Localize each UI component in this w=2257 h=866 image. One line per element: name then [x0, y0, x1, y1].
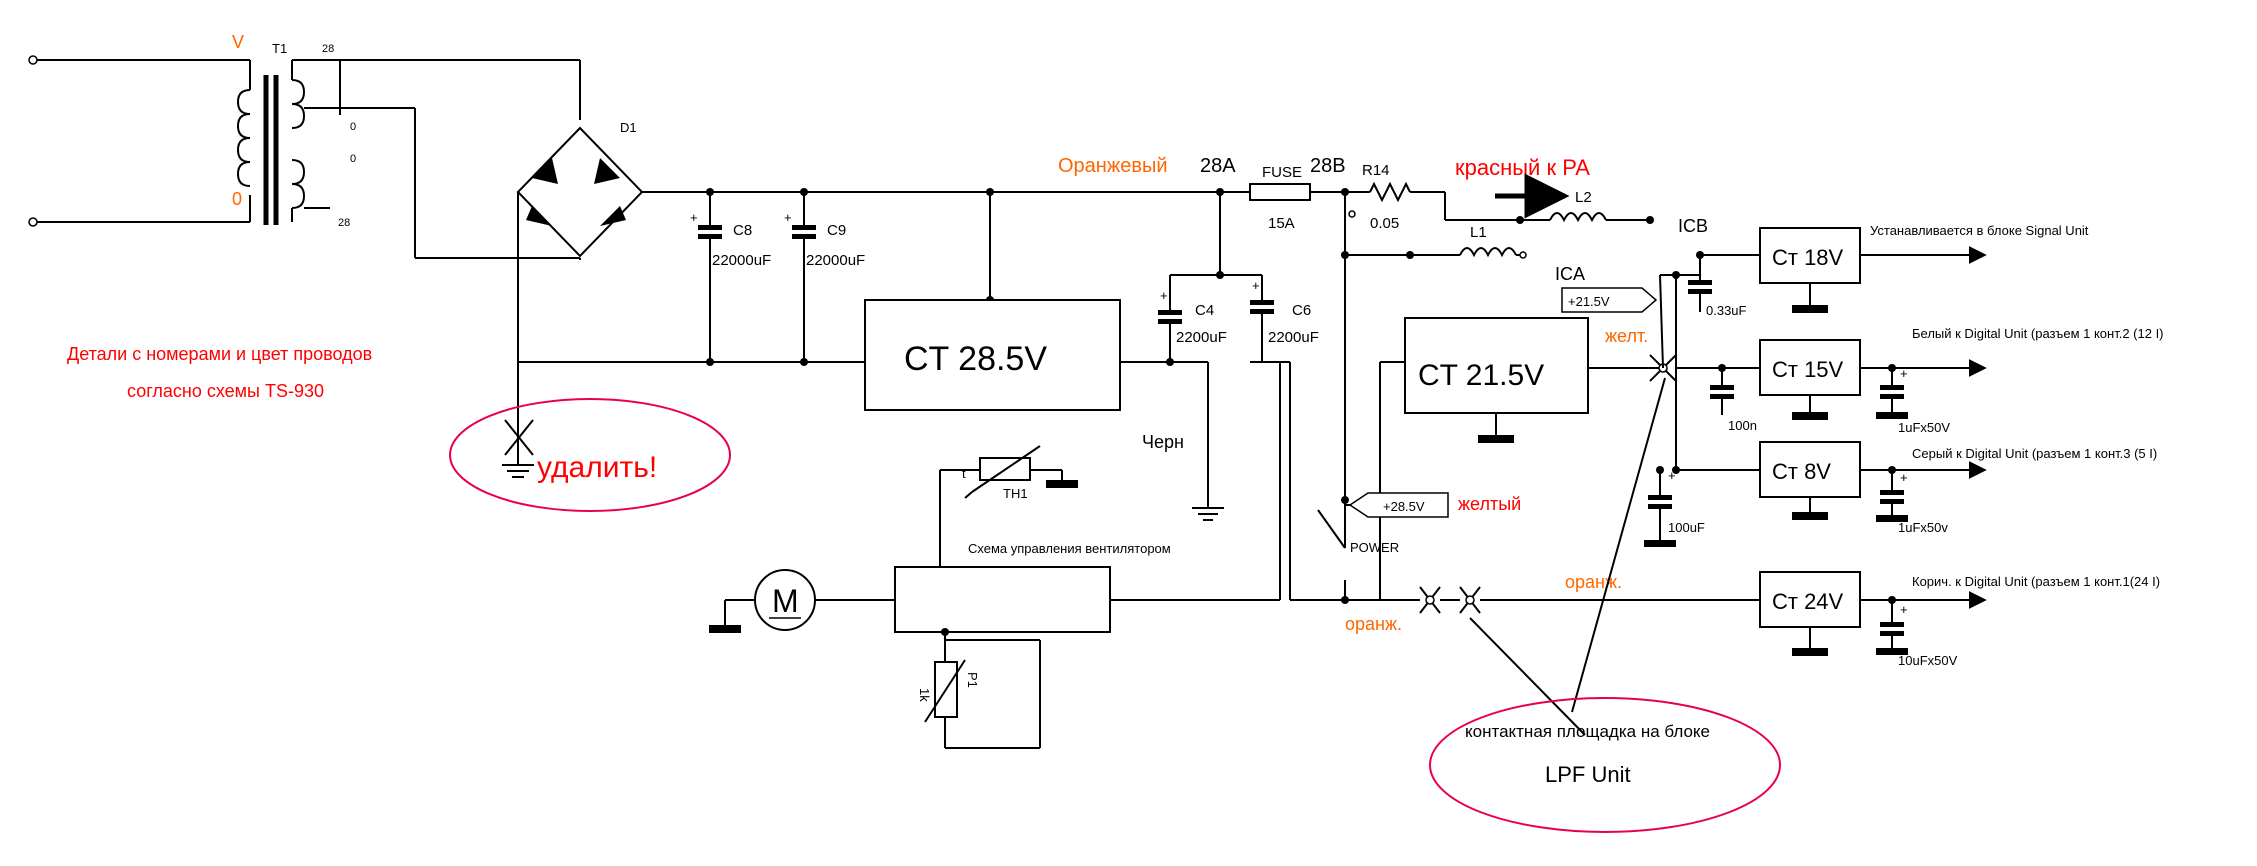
orange-28a-prefix: Оранжевый	[1058, 155, 1168, 177]
icb-label: ICB	[1678, 216, 1708, 236]
svg-text:+: +	[1900, 470, 1908, 485]
st15-dest: Белый к Digital Unit (разъем 1 конт.2 (1…	[1912, 326, 2164, 341]
ground-to-remove: удалить!	[449, 362, 731, 512]
regulator-ct-28-5v: CT 28.5V	[864, 192, 1208, 411]
st8-label: Ст 8V	[1772, 459, 1831, 484]
c9-value: 22000uF	[806, 252, 865, 269]
capacitor-c8: + C8 22000uF	[690, 192, 771, 366]
svg-text:+: +	[1252, 278, 1260, 293]
svg-text:+: +	[1668, 468, 1676, 483]
st8-dest: Серый к Digital Unit (разъем 1 конт.3 (5…	[1912, 446, 2157, 461]
st24-label: Ст 24V	[1772, 589, 1844, 614]
flag-285-label: +28.5V	[1383, 499, 1425, 514]
fan-control-label: Схема управления вентилятором	[968, 541, 1171, 556]
svg-text:+: +	[1900, 602, 1908, 617]
st18-dest: Устанавливается в блоке Signal Unit	[1870, 223, 2089, 238]
lpf-line2: LPF Unit	[1545, 762, 1631, 787]
r14-ref: R14	[1362, 162, 1390, 179]
l2-ref: L2	[1575, 189, 1592, 206]
pot-value: 1k	[917, 688, 932, 702]
capacitor-033uf: 0.33uF	[1688, 251, 1760, 318]
l1-ref: L1	[1470, 224, 1487, 241]
regulator-st-15v: 100n Ст 15V + 1uFx50V Белый к Digital Un…	[1710, 326, 2164, 435]
capacitor-c4: + C4 2200uF	[1158, 192, 1262, 362]
c100u-value: 100uF	[1668, 520, 1705, 535]
orange-short-label-2: оранж.	[1565, 572, 1622, 592]
svg-text:+: +	[690, 210, 698, 225]
lpf-unit-callout: контактная площадка на блоке LPF Unit	[1429, 697, 1781, 833]
regulator-st-8v: + 100uF Ст 8V + 1uFx50v Серый к Digital …	[1644, 441, 2157, 547]
capacitor-c9: + C9 22000uF	[784, 192, 865, 366]
resistor-r14: R14 0.05	[1345, 162, 1445, 232]
fuse: FUSE 15A 28B	[1249, 155, 1346, 232]
orange-28a-suffix: 28A	[1200, 155, 1236, 177]
note-line2: согласно схемы TS-930	[127, 381, 324, 401]
regulator-ct-21-5v: CT 21.5V	[1379, 317, 1660, 600]
bridge-ref: D1	[620, 120, 637, 135]
regulator-st-24v: Ст 24V + 10uFx50V Корич. к Digital Unit …	[1759, 571, 2160, 668]
flag-21-5v: +21.5V	[1561, 287, 1658, 313]
wire-junction-splice	[1649, 274, 1700, 382]
tap-mid2-label: 0	[350, 153, 356, 165]
flag-215-label: +21.5V	[1568, 294, 1610, 309]
power-switch: POWER	[1250, 361, 1399, 604]
inductor-l1: L1	[1341, 192, 1527, 540]
c4-value: 2200uF	[1176, 329, 1227, 346]
transformer-v-label: V	[232, 32, 244, 52]
r14-value: 0.05	[1370, 215, 1399, 232]
zhelt-short-label: желт.	[1605, 326, 1648, 346]
tap-top-label: 28	[322, 43, 334, 55]
ct215-label: CT 21.5V	[1418, 359, 1544, 392]
red-to-pa-label: красный к PA	[1455, 155, 1590, 180]
fan-control-block: Схема управления вентилятором t TH1 M P1…	[709, 361, 1290, 749]
thermistor-ref: TH1	[1003, 486, 1028, 501]
ct285-label: CT 28.5V	[904, 340, 1047, 378]
lpf-line1: контактная площадка на блоке	[1465, 722, 1710, 741]
transformer-ref: T1	[272, 41, 287, 56]
fuse-value: 15A	[1268, 215, 1295, 232]
st15-cap: 1uFx50V	[1898, 420, 1950, 435]
c4-ref: C4	[1195, 302, 1214, 319]
svg-text:+: +	[1160, 288, 1168, 303]
power-label: POWER	[1350, 540, 1399, 555]
transformer-zero-label: 0	[232, 189, 242, 209]
st24-cap: 10uFx50V	[1898, 653, 1958, 668]
orange-short-label-1: оранж.	[1345, 614, 1402, 634]
c6-ref: C6	[1292, 302, 1311, 319]
ica-label: ICA	[1555, 264, 1585, 284]
note-line1: Детали с номерами и цвет проводов	[67, 344, 372, 364]
transformer-t1: V 0 T1 28 0 0 28	[28, 32, 580, 229]
c8-ref: C8	[733, 222, 752, 239]
thermistor-t: t	[962, 466, 966, 481]
c9-ref: C9	[827, 222, 846, 239]
flag-28-5v: +28.5V желтый	[1345, 492, 1521, 518]
c6-value: 2200uF	[1268, 329, 1319, 346]
fuse-28b-label: 28B	[1310, 155, 1346, 177]
zhelt-full-label: желтый	[1458, 494, 1521, 514]
c033-value: 0.33uF	[1706, 303, 1747, 318]
fuse-ref: FUSE	[1262, 164, 1302, 181]
black-wire-ground: Черн	[1142, 362, 1224, 521]
remove-label: удалить!	[537, 451, 657, 484]
pot-ref: P1	[965, 672, 980, 688]
st18-label: Ст 18V	[1772, 245, 1844, 270]
st15-label: Ст 15V	[1772, 357, 1844, 382]
bridge-rectifier-d1: D1	[414, 60, 710, 362]
c100n-value: 100n	[1728, 418, 1757, 433]
svg-text:+: +	[784, 210, 792, 225]
motor-label: M	[772, 583, 799, 619]
regulator-st-18v: Ст 18V Устанавливается в блоке Signal Un…	[1759, 223, 2089, 313]
svg-text:+: +	[1900, 366, 1908, 381]
inductor-l2: L2	[1516, 189, 1654, 224]
tap-bottom-label: 28	[338, 217, 350, 229]
orange-wire-24v: оранж. оранж.	[1345, 377, 1760, 736]
c8-value: 22000uF	[712, 252, 771, 269]
st8-cap: 1uFx50v	[1898, 520, 1948, 535]
chern-label: Черн	[1142, 432, 1184, 452]
tap-mid1-label: 0	[350, 121, 356, 133]
capacitor-c6: + C6 2200uF	[1250, 275, 1319, 362]
st24-dest: Корич. к Digital Unit (разъем 1 конт.1(2…	[1912, 574, 2160, 589]
